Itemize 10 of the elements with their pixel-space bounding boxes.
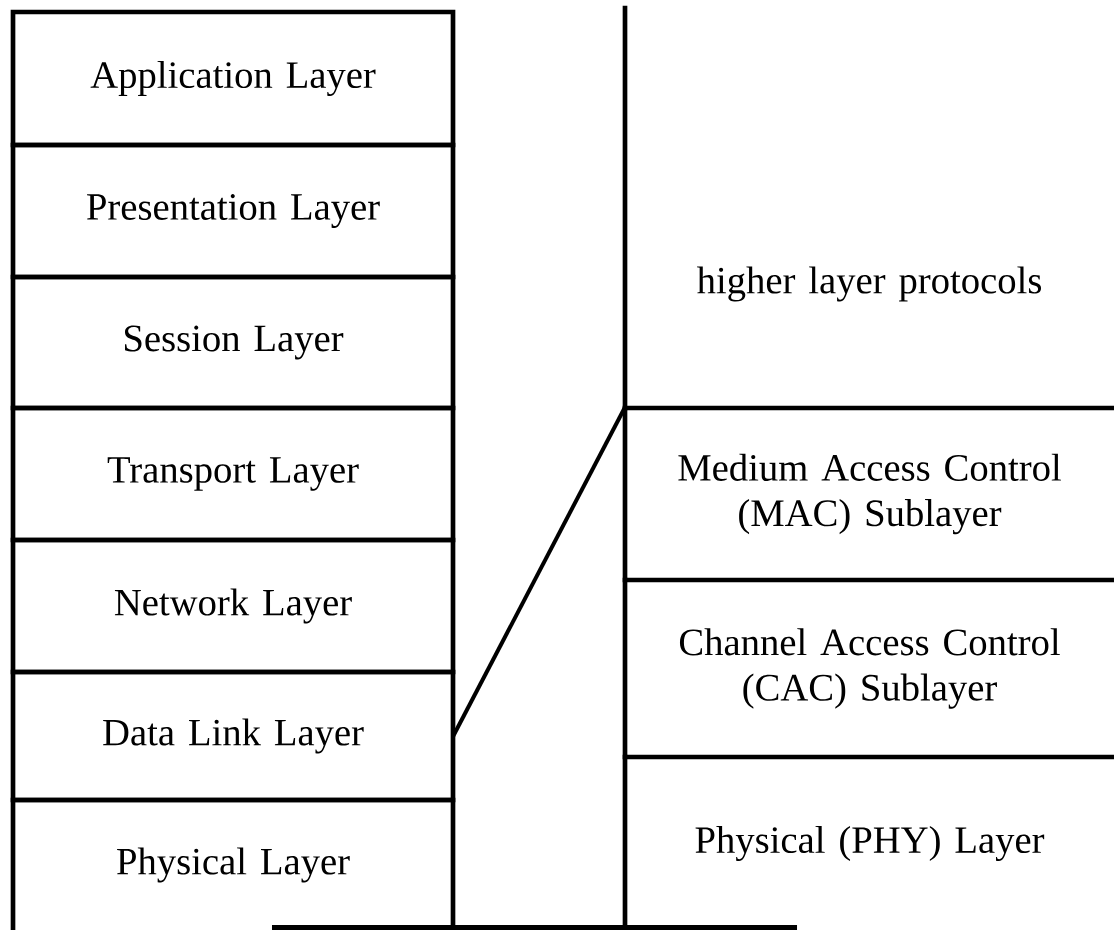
- layer-box: Medium Access Control (MAC) Sublayer: [622, 405, 1114, 583]
- layer-box: Session Layer: [10, 274, 456, 411]
- medium-bar: [271, 925, 798, 930]
- layer-box: Physical Layer: [10, 797, 456, 930]
- layer-box: Network Layer: [10, 537, 456, 675]
- layer-box: Channel Access Control (CAC) Sublayer: [622, 577, 1114, 760]
- layer-box: Data Link Layer: [10, 669, 456, 803]
- layer-box: Presentation Layer: [10, 142, 456, 280]
- layer-box: Transport Layer: [10, 405, 456, 543]
- layer-box: Application Layer: [10, 9, 456, 148]
